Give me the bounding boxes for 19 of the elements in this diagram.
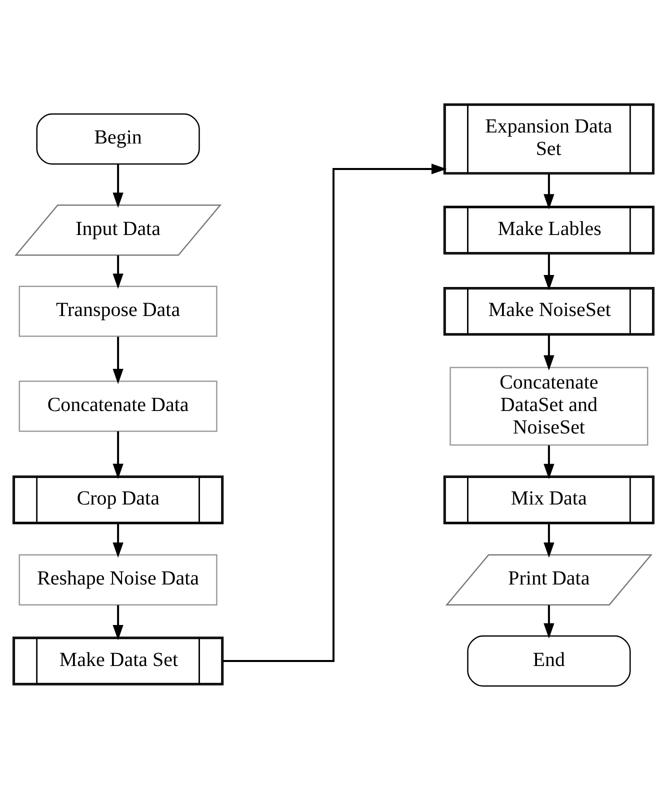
arrow xyxy=(112,524,124,558)
arrow xyxy=(223,164,447,662)
arrow xyxy=(544,605,554,639)
arrow xyxy=(544,254,554,290)
arrow xyxy=(112,431,124,480)
arrow xyxy=(112,336,124,384)
node-box: Reshape Noise Data xyxy=(18,554,218,606)
arrow xyxy=(544,524,554,558)
arrow xyxy=(544,445,554,480)
node-box: End xyxy=(467,635,631,687)
arrow xyxy=(112,605,124,640)
arrow xyxy=(544,335,554,371)
node-box: Concatenate DataSet and NoiseSet xyxy=(450,366,648,446)
arrow xyxy=(112,164,124,208)
node-box: Concatenate Data xyxy=(18,380,218,432)
node-box: Begin xyxy=(36,113,200,165)
node-box: Transpose Data xyxy=(18,286,218,337)
arrow xyxy=(544,174,554,210)
arrow xyxy=(112,255,124,289)
